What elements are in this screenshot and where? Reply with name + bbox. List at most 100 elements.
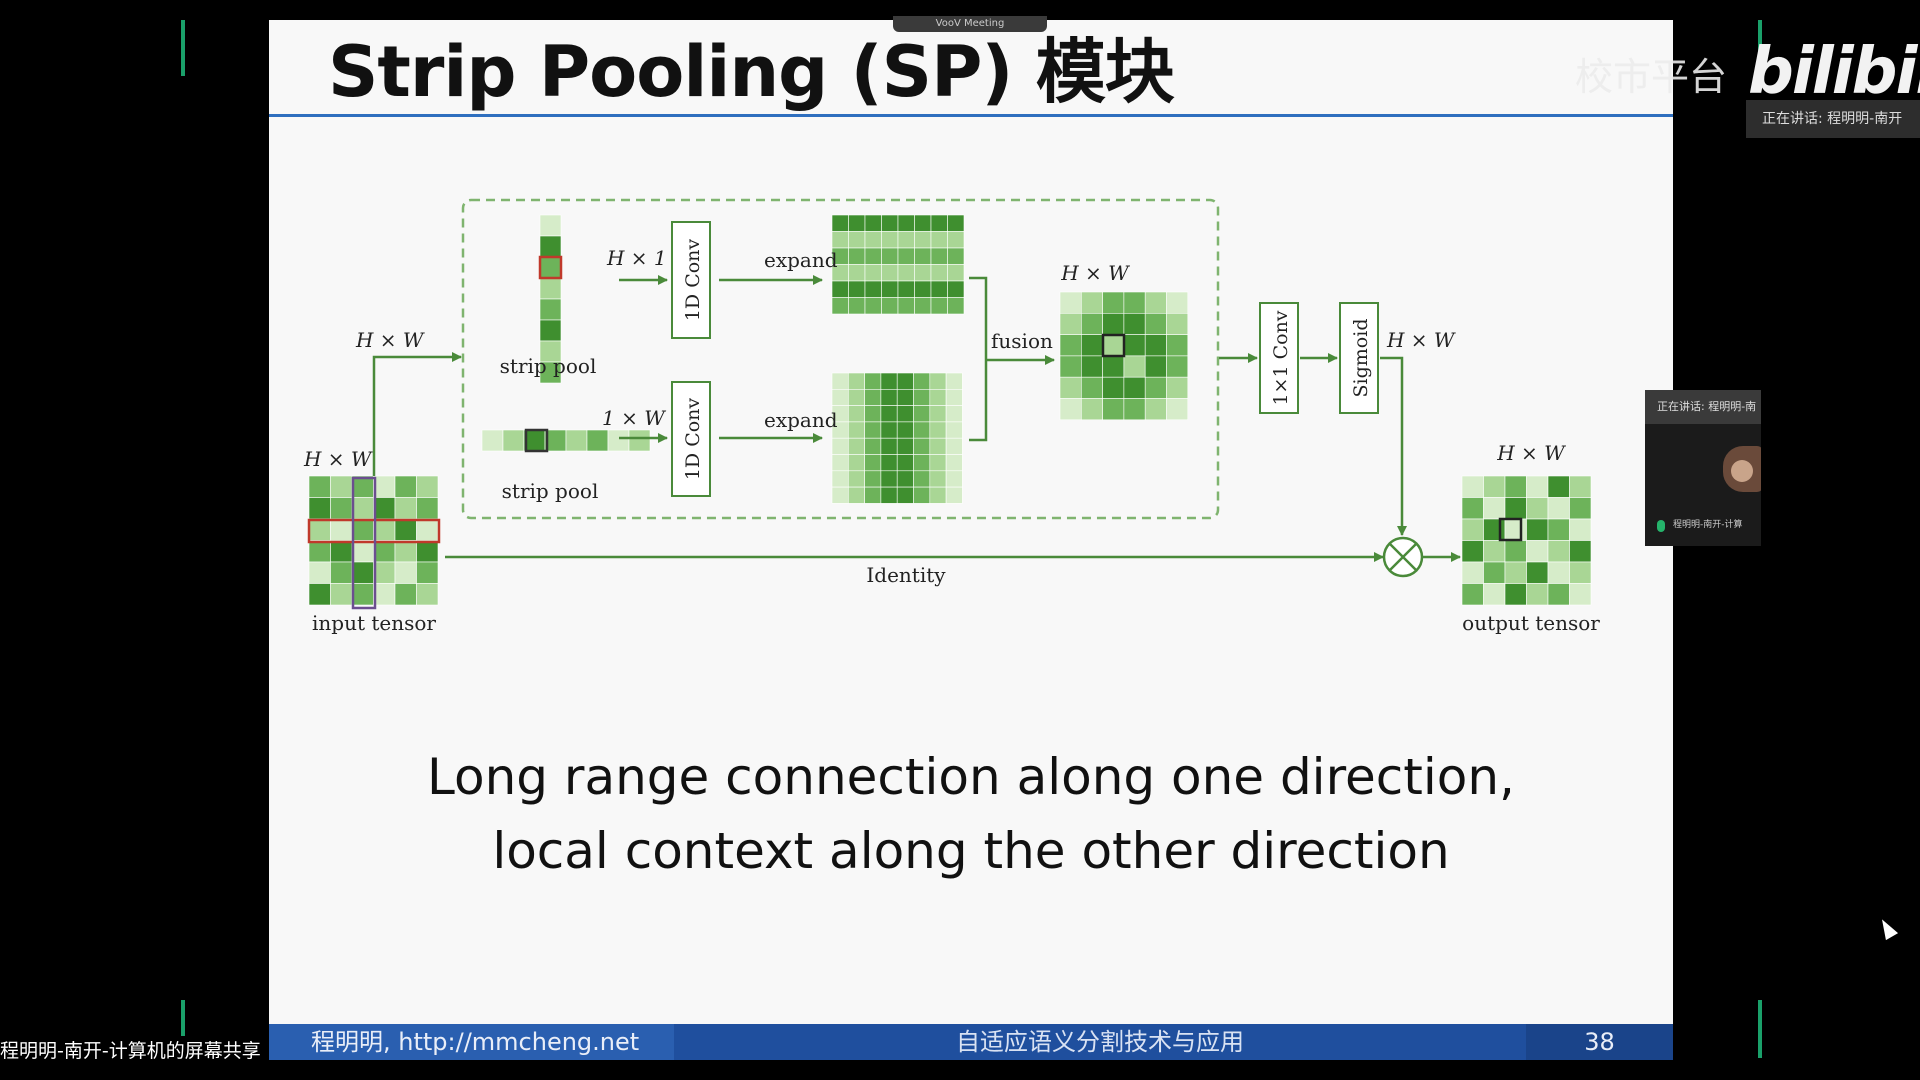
expand-top-cell <box>947 280 965 298</box>
expand-bottom-cell <box>831 486 849 504</box>
output-cell <box>1547 540 1570 563</box>
footer-page-number: 38 <box>1526 1024 1673 1060</box>
fusion-cell <box>1166 312 1189 335</box>
output-cell <box>1569 540 1592 563</box>
fusion-cell <box>1123 334 1146 357</box>
input-cell <box>394 497 417 520</box>
expand-top-cell <box>930 214 948 232</box>
expand-top-cell <box>881 214 899 232</box>
horizontal-strip-cell <box>628 429 651 452</box>
output-cell <box>1526 540 1549 563</box>
expand-bottom-cell <box>913 470 931 488</box>
input-cell <box>351 583 374 606</box>
output-cell <box>1526 475 1549 498</box>
expand-bottom-cell <box>896 454 914 472</box>
fusion-cell <box>1102 355 1125 378</box>
input-cell <box>308 518 331 541</box>
expand-bottom-cell <box>880 421 898 439</box>
output-cell <box>1483 561 1506 584</box>
expand-top-cell <box>881 231 899 249</box>
input-cell <box>416 561 439 584</box>
fusion-cell <box>1059 312 1082 335</box>
expand-bottom-cell <box>847 470 865 488</box>
input-cell <box>308 583 331 606</box>
expand-bottom-cell <box>929 437 947 455</box>
expand-bottom-cell <box>864 421 882 439</box>
output-cell <box>1569 497 1592 520</box>
output-cell <box>1526 497 1549 520</box>
expand-bottom-cell <box>896 388 914 406</box>
mouse-cursor-icon <box>1875 915 1899 941</box>
fusion-cell <box>1059 291 1082 314</box>
horizontal-strip-cell <box>586 429 609 452</box>
expand-bottom-cell <box>880 470 898 488</box>
expand-top-cell <box>848 231 866 249</box>
input-cell <box>330 518 353 541</box>
fusion-cell <box>1080 398 1103 421</box>
label-input-size: H × W <box>303 447 373 471</box>
input-cell <box>394 518 417 541</box>
sigmoid-box <box>1339 302 1379 414</box>
expand-bottom-cell <box>880 437 898 455</box>
fusion-cell <box>1144 312 1167 335</box>
expand-top-cell <box>947 297 965 315</box>
expand-bottom-cell <box>913 486 931 504</box>
expand-top-cell <box>897 280 915 298</box>
expand-bottom-cell <box>864 405 882 423</box>
input-cell <box>330 583 353 606</box>
input-cell <box>308 475 331 498</box>
input-cell <box>351 561 374 584</box>
input-cell <box>351 540 374 563</box>
expand-bottom-cell <box>896 405 914 423</box>
vertical-strip-cell <box>539 256 562 279</box>
flow-arrows <box>372 275 1461 562</box>
right-tick-bottom <box>1758 1000 1762 1058</box>
meeting-share-tab[interactable]: VooV Meeting <box>893 16 1047 32</box>
expand-bottom-cell <box>929 470 947 488</box>
expand-bottom-grid <box>831 372 963 504</box>
mic-icon[interactable] <box>1657 520 1665 532</box>
input-cell <box>416 518 439 541</box>
label-fusion-size: H × W <box>1060 261 1130 285</box>
expand-bottom-cell <box>864 454 882 472</box>
expand-top-cell <box>947 247 965 265</box>
right-tick-top <box>1758 20 1762 76</box>
expand-bottom-cell <box>896 372 914 390</box>
expand-bottom-cell <box>880 405 898 423</box>
label-output-size: H × W <box>1496 441 1566 465</box>
fusion-cell <box>1123 376 1146 399</box>
output-cell <box>1461 583 1484 606</box>
output-cell-highlight <box>1498 517 1523 542</box>
expand-bottom-cell <box>847 454 865 472</box>
vertical-strip-cell <box>539 298 562 321</box>
input-cell <box>330 561 353 584</box>
expand-bottom-cell <box>896 470 914 488</box>
expand-bottom-cell <box>945 421 963 439</box>
expand-bottom-cell <box>945 437 963 455</box>
expand-bottom-cell <box>945 388 963 406</box>
input-cell <box>394 561 417 584</box>
screen-share-label: 程明明-南开-计算机的屏幕共享 <box>0 1037 269 1065</box>
caption-line-1: Long range connection along one directio… <box>427 748 1515 806</box>
label-output-tensor: output tensor <box>1462 611 1600 635</box>
expand-top-cell <box>897 264 915 282</box>
expand-top-cell <box>914 231 932 249</box>
expand-top-cell <box>930 264 948 282</box>
expand-top-cell <box>930 231 948 249</box>
participant-video-tile[interactable]: 正在讲话: 程明明-南 程明明-南开-计算 <box>1645 390 1761 546</box>
fusion-cell <box>1144 334 1167 357</box>
conv-top-box <box>671 221 711 339</box>
vertical-strip-cell <box>539 319 562 342</box>
expand-top-cell <box>930 247 948 265</box>
label-h1: H × 1 <box>606 246 667 270</box>
output-tensor-grid <box>1461 475 1592 606</box>
expand-bottom-cell <box>945 470 963 488</box>
platform-watermark: 校市平台 <box>1575 55 1728 99</box>
expand-bottom-cell <box>880 372 898 390</box>
horizontal-strip-cell <box>502 429 525 452</box>
fusion-cell <box>1102 398 1125 421</box>
expand-bottom-cell <box>880 486 898 504</box>
output-cell <box>1504 561 1527 584</box>
horizontal-strip-cell <box>565 429 588 452</box>
fusion-cell <box>1080 291 1103 314</box>
